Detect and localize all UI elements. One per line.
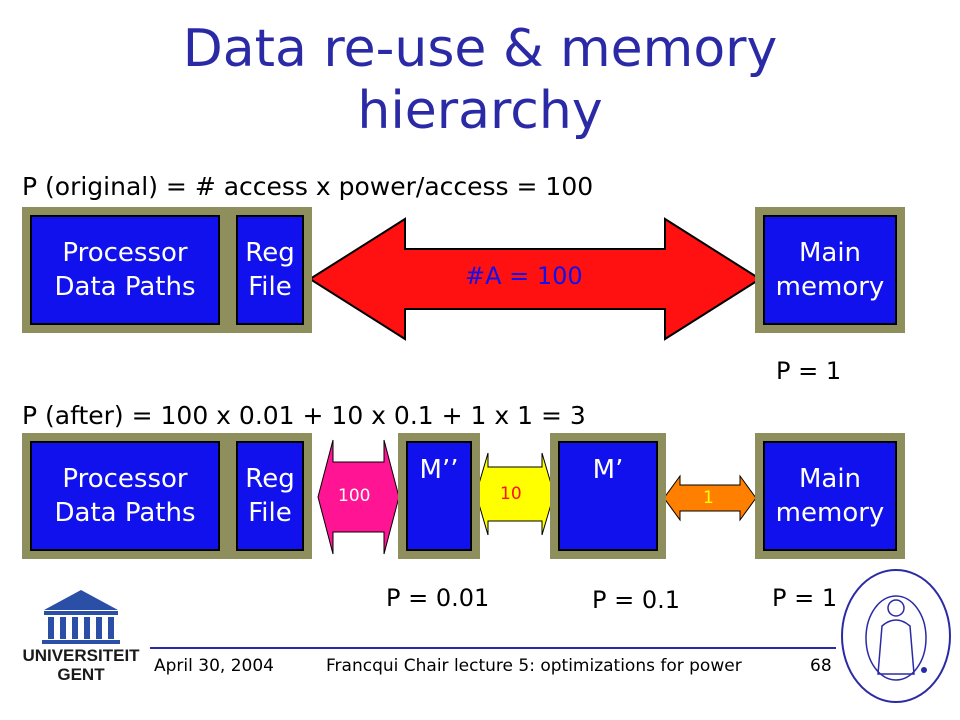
arrow1-label: 100 [338, 486, 371, 506]
m-double-prime-label: M’’ [419, 455, 459, 485]
main-memory-label-top: Main memory [775, 238, 885, 302]
slide-title: Data re-use & memory hierarchy [0, 18, 960, 142]
main-memory-label-bottom: Main memory [775, 464, 885, 528]
temple-icon [42, 590, 120, 644]
university-name: UNIVERSITEIT GENT [22, 646, 140, 684]
regfile-block-bottom: Reg File [228, 433, 312, 559]
processor-label-top: Processor Data Paths [54, 238, 196, 302]
formula-original: P (original) = # access x power/access =… [22, 172, 594, 201]
arrow2-label: 10 [500, 484, 522, 504]
university-gent-logo: UNIVERSITEIT GENT [16, 588, 146, 688]
title-line-1: Data re-use & memory [182, 19, 778, 79]
regfile-block-top: Reg File [228, 207, 312, 333]
processor-label-bottom: Processor Data Paths [54, 464, 196, 528]
regfile-label-bottom: Reg File [245, 464, 295, 528]
m-prime-block: M’ [550, 433, 666, 559]
footer-date: April 30, 2004 [154, 656, 274, 676]
footer-course: Francqui Chair lecture 5: optimizations … [326, 656, 742, 676]
p-m-double-prime: P = 0.01 [386, 584, 490, 612]
processor-block-top: Processor Data Paths [22, 207, 228, 333]
footer-divider [150, 647, 836, 649]
p-main-bottom: P = 1 [772, 584, 838, 612]
p-m-prime: P = 0.1 [592, 586, 681, 614]
processor-block-bottom: Processor Data Paths [22, 433, 228, 559]
m-double-prime-block: M’’ [398, 433, 480, 559]
big-arrow-label: #A = 100 [465, 262, 583, 290]
regfile-label-top: Reg File [245, 238, 295, 302]
m-prime-label: M’ [592, 455, 624, 485]
footer-page-number: 68 [810, 656, 832, 676]
formula-after: P (after) = 100 x 0.01 + 10 x 0.1 + 1 x … [22, 401, 586, 430]
p-main-top: P = 1 [776, 357, 842, 385]
main-memory-block-top: Main memory [755, 207, 905, 333]
title-line-2: hierarchy [357, 81, 603, 141]
namur-seal [838, 566, 954, 706]
arrow3-label: 1 [703, 488, 714, 508]
main-memory-block-bottom: Main memory [755, 433, 905, 559]
seal-icon [841, 569, 951, 703]
